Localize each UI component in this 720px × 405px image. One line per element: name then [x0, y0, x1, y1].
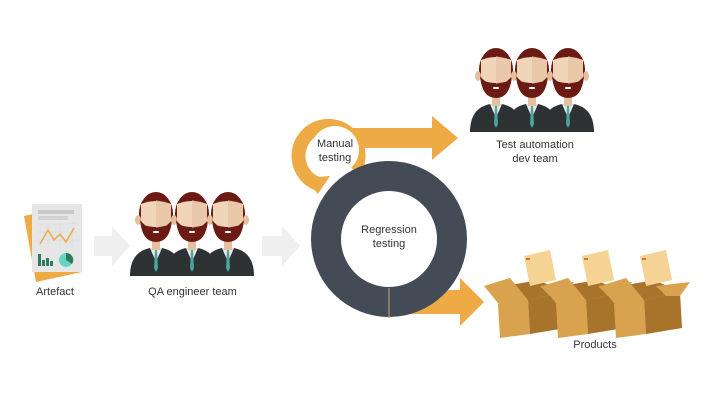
qa-team-icon — [130, 192, 254, 276]
person-icon — [202, 192, 254, 276]
automation-team-label: Test automation dev team — [496, 139, 574, 165]
manual-testing-label: Manual testing — [316, 138, 354, 164]
qa-team-label: QA engineer team — [148, 286, 237, 298]
artefact-label: Artefact — [36, 286, 74, 298]
artefact-icon — [24, 204, 82, 282]
regression-label: Regression testing — [361, 224, 417, 250]
products-label: Products — [573, 339, 617, 351]
arrow-artefact-to-qa — [94, 226, 130, 266]
arrow-qa-to-regression — [262, 226, 300, 266]
regression-ring — [311, 161, 467, 318]
automation-team-icon — [470, 48, 594, 132]
box-icon — [600, 250, 690, 338]
products-icon — [484, 250, 690, 338]
person-icon — [542, 48, 594, 132]
